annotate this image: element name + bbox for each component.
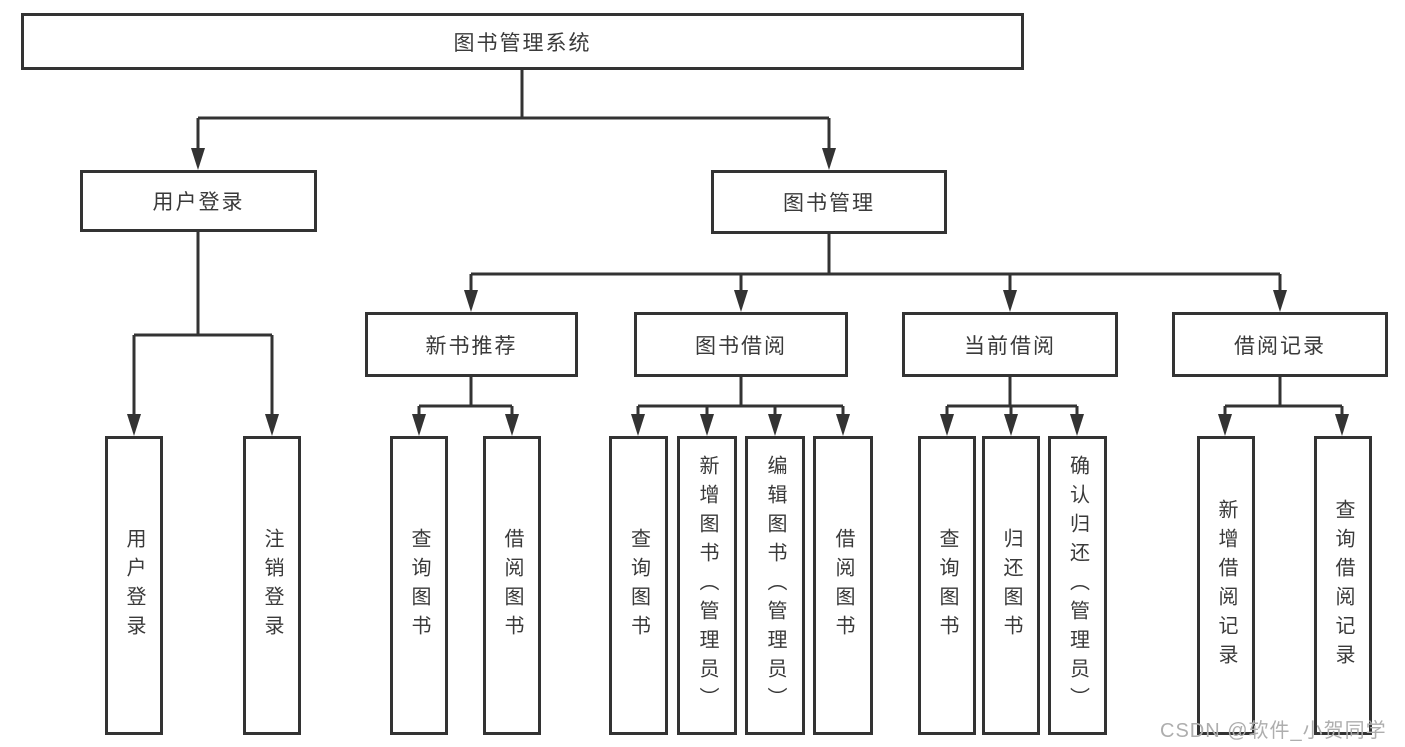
node-book-management-label: 图书管理	[783, 192, 875, 215]
leaf-user-login-label: 用户登录	[123, 527, 145, 644]
leaf-add-books-admin: 新增图书（管理员）	[677, 436, 737, 735]
node-root: 图书管理系统	[21, 13, 1024, 70]
arrowheads	[127, 148, 1349, 436]
leaf-confirm-return-admin-label: 确认归还（管理员）	[1066, 455, 1089, 716]
node-current-borrow-label: 当前借阅	[964, 334, 1056, 358]
node-borrow-records-label: 借阅记录	[1234, 334, 1326, 358]
watermark: CSDN @软件_小贺同学	[1160, 720, 1387, 742]
leaf-return-books: 归还图书	[982, 436, 1040, 735]
leaf-edit-books-admin: 编辑图书（管理员）	[745, 436, 805, 735]
leaf-borrow-books-recommend: 借阅图书	[483, 436, 541, 735]
leaf-query-borrow-record-label: 查询借阅记录	[1332, 498, 1354, 673]
leaf-query-books-current-label: 查询图书	[936, 527, 958, 644]
leaf-user-login: 用户登录	[105, 436, 163, 735]
node-borrow-records: 借阅记录	[1172, 312, 1388, 377]
leaf-query-borrow-record: 查询借阅记录	[1314, 436, 1372, 735]
node-root-label: 图书管理系统	[453, 31, 592, 55]
leaf-query-books-recommend-label: 查询图书	[408, 527, 430, 644]
connector-userlogin-to-leaves	[132, 232, 274, 416]
leaf-add-borrow-record-label: 新增借阅记录	[1215, 498, 1237, 673]
connector-newbook-to-leaves	[417, 377, 514, 416]
node-book-management: 图书管理	[711, 170, 947, 234]
leaf-borrow-books-recommend-label: 借阅图书	[501, 527, 523, 644]
connector-root-to-level2	[196, 70, 831, 150]
node-current-borrow: 当前借阅	[902, 312, 1118, 377]
node-book-borrow-label: 图书借阅	[695, 334, 787, 358]
leaf-confirm-return-admin: 确认归还（管理员）	[1048, 436, 1107, 735]
leaf-query-books-current: 查询图书	[918, 436, 976, 735]
leaf-return-books-label: 归还图书	[1000, 527, 1022, 644]
node-user-login-label: 用户登录	[152, 191, 245, 214]
connector-currentborrow-to-leaves	[945, 377, 1079, 416]
leaf-logout-login: 注销登录	[243, 436, 301, 735]
leaf-add-borrow-record: 新增借阅记录	[1197, 436, 1255, 735]
connector-records-to-leaves	[1223, 377, 1344, 416]
leaf-borrow-books: 借阅图书	[813, 436, 873, 735]
node-new-book-recommend: 新书推荐	[365, 312, 578, 377]
leaf-edit-books-admin-label: 编辑图书（管理员）	[764, 455, 786, 716]
node-new-book-recommend-label: 新书推荐	[425, 334, 518, 358]
connector-bookborrow-to-leaves	[636, 377, 845, 416]
leaf-logout-login-label: 注销登录	[261, 527, 283, 644]
leaf-query-books-recommend: 查询图书	[390, 436, 448, 735]
connector-bookmgmt-to-level3	[469, 234, 1282, 292]
leaf-query-books-borrow-label: 查询图书	[627, 527, 650, 644]
leaf-borrow-books-label: 借阅图书	[832, 527, 854, 644]
leaf-query-books-borrow: 查询图书	[609, 436, 668, 735]
node-user-login: 用户登录	[80, 170, 317, 232]
leaf-add-books-admin-label: 新增图书（管理员）	[696, 455, 718, 716]
node-book-borrow: 图书借阅	[634, 312, 848, 377]
